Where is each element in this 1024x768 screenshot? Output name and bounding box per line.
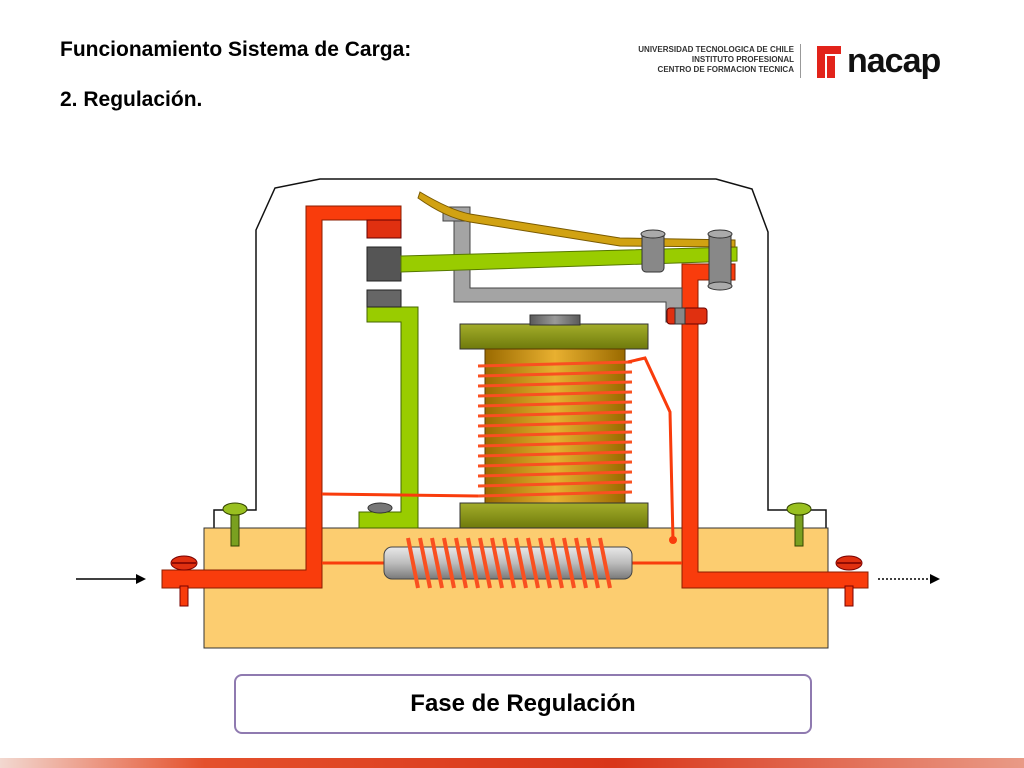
coil-bottom-plate — [459, 502, 649, 529]
resistor-windings — [406, 537, 612, 589]
regulator-cover — [213, 178, 827, 531]
core-cap — [529, 314, 581, 326]
arm-rivets — [640, 229, 733, 291]
brand-divider — [800, 44, 801, 78]
inacap-logo-icon — [817, 46, 841, 78]
institution-line-3: CENTRO DE FORMACION TECNICA — [657, 65, 794, 74]
footer-bar — [0, 758, 1024, 768]
institution-line-2: INSTITUTO PROFESIONAL — [691, 55, 794, 64]
fixed-contact-bracket — [358, 306, 419, 529]
institution-line-1: UNIVERSIDAD TECNOLOGICA DE CHILE — [638, 45, 794, 54]
right-terminal-screw — [835, 555, 863, 607]
phase-label-box: Fase de Regulación — [234, 674, 812, 734]
left-terminal-screw — [170, 555, 198, 607]
spring-arm — [417, 191, 736, 248]
upper-contact-red — [366, 219, 402, 239]
slide-title: Funcionamiento Sistema de Carga: — [60, 38, 412, 61]
coil-lead-right — [627, 356, 675, 541]
middle-contact — [366, 246, 402, 282]
institution-text: UNIVERSIDAD TECNOLOGICA DE CHILE INSTITU… — [638, 45, 794, 75]
coil-windings — [477, 360, 633, 498]
left-cover-screw — [222, 502, 248, 547]
coil-lead-joint — [669, 536, 677, 544]
inacap-wordmark: nacap — [847, 42, 941, 80]
lower-contact — [366, 289, 402, 308]
phase-label: Fase de Regulación — [410, 690, 636, 717]
right-cover-screw — [786, 502, 812, 547]
right-terminal-frame — [681, 263, 869, 589]
bracket-screw — [367, 502, 393, 514]
coil-lead-left — [321, 492, 479, 498]
slide-subtitle: 2. Regulación. — [60, 88, 203, 111]
output-arrow — [878, 574, 940, 584]
armature-stop-rivet — [666, 307, 708, 325]
input-arrow — [76, 574, 146, 584]
coil-top-plate — [459, 323, 649, 350]
